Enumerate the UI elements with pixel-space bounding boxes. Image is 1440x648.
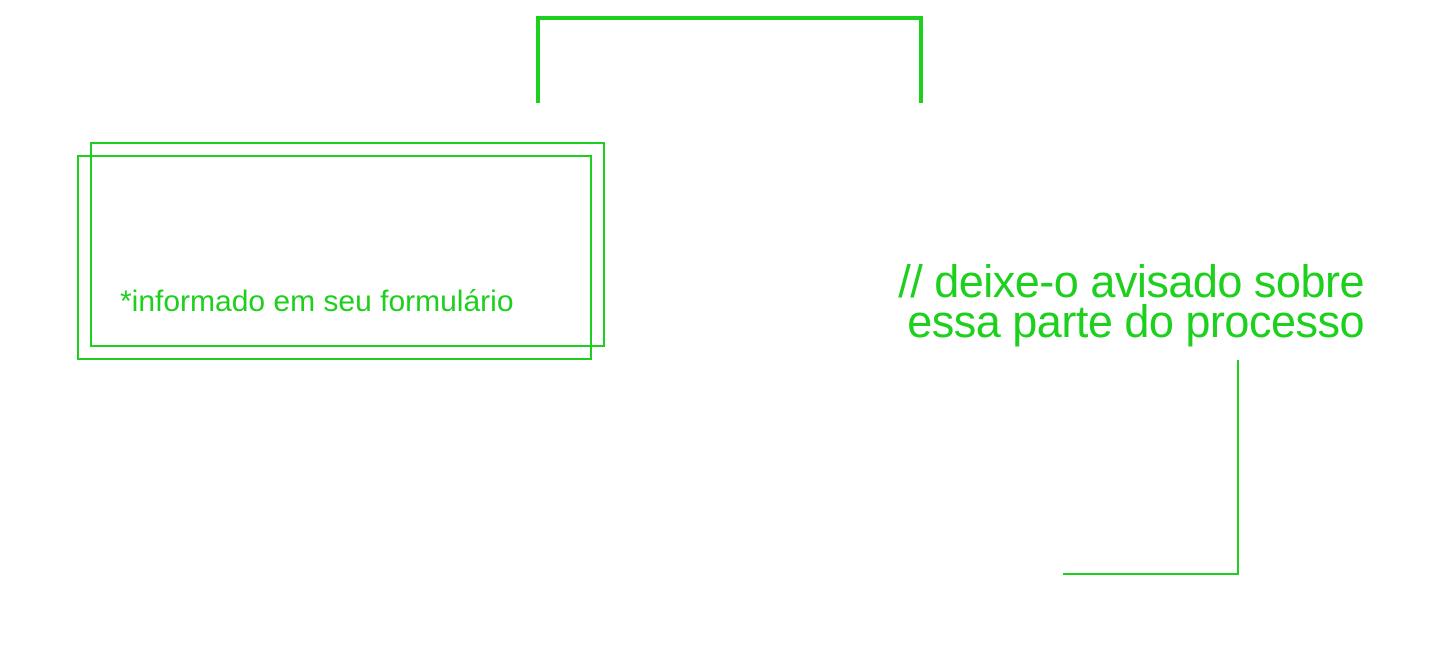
frame-back-decoration xyxy=(90,142,605,347)
corner-bracket-decoration xyxy=(1063,360,1239,575)
headline: // deixe-o avisado sobre essa parte do p… xyxy=(780,256,1364,347)
form-note-text: *informado em seu formulário xyxy=(120,285,514,318)
frame-front-decoration xyxy=(77,155,592,360)
top-bracket-decoration xyxy=(536,16,923,103)
headline-line-1: // deixe-o avisado sobre xyxy=(898,256,1364,307)
headline-line-2: essa parte do processo xyxy=(907,296,1364,347)
